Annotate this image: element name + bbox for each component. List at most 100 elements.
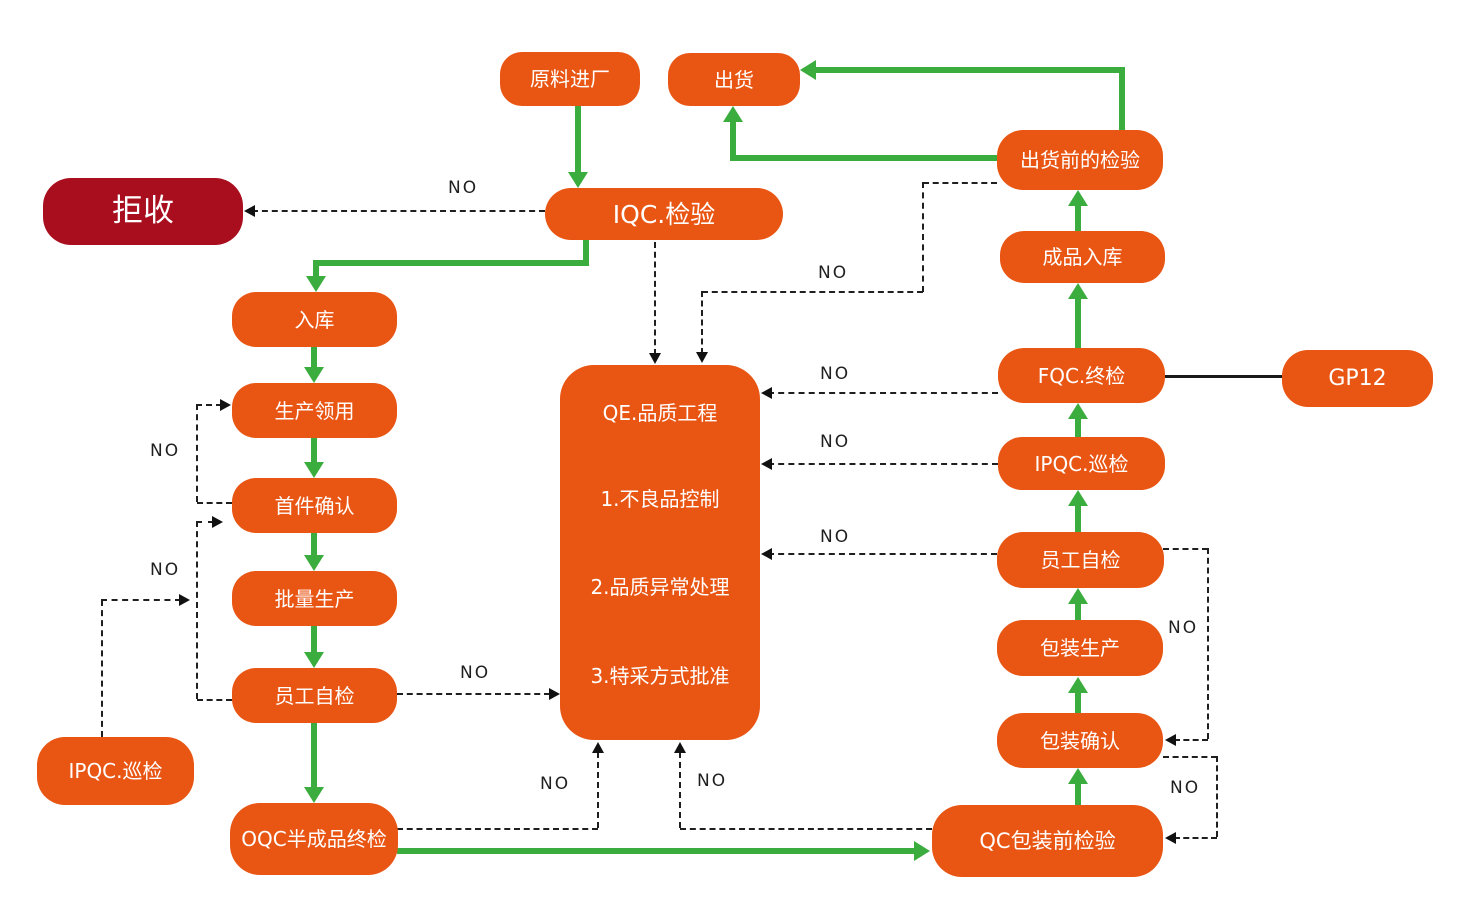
node-ipqc-patrol-left[interactable]: IPQC.巡检 [37,737,194,805]
node-pre-shipment-inspection[interactable]: 出货前的检验 [997,130,1163,190]
no-preship-to-qe-line-v1 [922,182,924,292]
flow-batch-to-self-inspection-arrowhead [304,652,324,668]
flow-iqc-to-warehouse-line-h [313,260,589,266]
no-pack-confirm-to-qc-prepack-line-h2 [1174,837,1217,839]
no-first-article-to-requisition-arrowhead [220,399,231,411]
node-first-article-confirmation[interactable]: 首件确认 [232,478,397,533]
no-oqc-to-qe-line-h [397,828,598,830]
no-self-right-to-pack-confirm-line-v [1207,548,1209,739]
qe-item-concession-approval: 3.特采方式批准 [590,664,730,688]
qe-item-quality-abnormality: 2.品质异常处理 [590,575,730,599]
flow-self-inspection-to-ipqc-right-arrowhead [1068,490,1088,506]
flow-preship-to-shipment-top-line-h [814,67,1125,73]
flow-fqc-to-finished-warehouse-arrowhead [1068,283,1088,299]
no-fqc-to-qe-line [768,392,998,394]
no-label: NO [150,441,181,461]
node-finished-goods-warehouse[interactable]: 成品入库 [1000,231,1165,283]
flow-self-inspection-to-ipqc-right-line [1075,504,1081,532]
flow-pack-confirm-to-pack-production-arrowhead [1068,677,1088,693]
no-self-right-to-pack-confirm-arrowhead [1165,734,1176,746]
no-qc-prepack-to-qe-arrowhead [674,742,686,753]
no-pack-confirm-to-qc-prepack-arrowhead [1165,832,1176,844]
no-label: NO [697,771,728,791]
flow-preship-to-shipment-left-line-h [730,155,997,161]
flow-warehouse-to-requisition-line [311,347,317,369]
flow-qc-prepack-to-pack-confirm-arrowhead [1068,768,1088,784]
node-employee-self-inspection-right[interactable]: 员工自检 [997,532,1164,588]
no-preship-to-qe-line-h1 [923,182,997,184]
fqc-to-gp12-connector [1165,375,1282,378]
flow-oqc-to-qc-prepack-line [397,848,914,854]
node-packaging-confirmation[interactable]: 包装确认 [997,713,1163,768]
node-iqc-inspection[interactable]: IQC.检验 [545,188,783,240]
no-iqc-to-qe-arrowhead [649,353,661,364]
flow-finished-warehouse-to-preship-line [1075,204,1081,231]
node-raw-material[interactable]: 原料进厂 [500,52,640,106]
flow-iqc-to-warehouse-line-v2 [313,260,319,278]
node-batch-production[interactable]: 批量生产 [232,571,397,626]
no-first-article-to-requisition-line-h1 [197,502,232,504]
flow-pack-production-to-self-inspection-arrowhead [1068,588,1088,604]
no-qc-prepack-to-qe-line-v [679,752,681,828]
node-fqc-final-inspection[interactable]: FQC.终检 [998,348,1165,403]
node-oqc-semi-finished-final-inspection[interactable]: OQC半成品终检 [230,803,398,875]
no-ipqc-right-to-qe-arrowhead [761,458,772,470]
node-employee-self-inspection-left[interactable]: 员工自检 [232,668,397,723]
node-production-requisition[interactable]: 生产领用 [232,383,397,438]
no-iqc-to-reject-arrowhead [244,205,255,217]
flow-fqc-to-finished-warehouse-line [1075,297,1081,348]
node-packaging-production[interactable]: 包装生产 [997,620,1163,676]
no-label: NO [448,178,479,198]
flow-ipqc-right-to-fqc-arrowhead [1068,403,1088,419]
no-preship-to-qe-line-v2 [701,291,703,354]
flow-preship-to-shipment-left-line-v [730,121,736,161]
qe-title: QE.品质工程 [602,401,718,425]
no-self-right-to-qe-arrowhead [761,548,772,560]
flow-pack-confirm-to-pack-production-line [1075,691,1081,713]
flow-iqc-to-warehouse-line-v1 [583,240,589,266]
no-self-left-to-qe-arrowhead [549,688,560,700]
no-preship-to-qe-arrowhead [696,352,708,363]
no-label: NO [820,527,851,547]
no-ipqc-right-to-qe-line [768,463,998,465]
flow-oqc-to-qc-prepack-arrowhead [914,841,930,861]
node-reject[interactable]: 拒收 [43,178,243,245]
node-qe-quality-engineering[interactable]: QE.品质工程 1.不良品控制 2.品质异常处理 3.特采方式批准 [560,365,760,740]
flow-ipqc-right-to-fqc-line [1075,417,1081,437]
flow-requisition-to-first-article-arrowhead [304,462,324,478]
node-warehouse-in[interactable]: 入库 [232,292,397,347]
no-self-left-to-first-article-line-v [196,521,198,699]
no-label: NO [540,774,571,794]
node-shipment[interactable]: 出货 [668,53,800,106]
no-self-right-to-pack-confirm-line-h1 [1163,548,1208,550]
no-pack-confirm-to-qc-prepack-line-v [1216,756,1218,837]
no-oqc-to-qe-line-v [597,752,599,828]
no-iqc-to-reject-line [252,210,545,212]
flow-self-inspection-to-oqc-line [311,723,317,789]
no-oqc-to-qe-arrowhead [592,742,604,753]
no-qc-prepack-to-qe-line-h [680,828,932,830]
flow-preship-to-shipment-left-arrowhead [723,106,743,122]
no-self-left-to-first-article-line-h2 [196,521,214,523]
flow-raw-material-to-iqc-arrowhead [568,172,588,188]
no-label: NO [1170,778,1201,798]
flow-batch-to-self-inspection-line [311,626,317,654]
node-ipqc-patrol-right[interactable]: IPQC.巡检 [998,437,1165,490]
flow-preship-to-shipment-top-arrowhead [800,60,816,80]
no-self-left-to-first-article-arrowhead [212,516,223,528]
no-label: NO [820,364,851,384]
node-gp12[interactable]: GP12 [1282,350,1433,407]
no-pack-confirm-to-qc-prepack-line-h1 [1163,756,1217,758]
no-label: NO [820,432,851,452]
flow-first-article-to-batch-line [311,533,317,557]
flow-requisition-to-first-article-line [311,438,317,464]
no-self-left-to-qe-line [397,693,550,695]
no-fqc-to-qe-arrowhead [761,387,772,399]
qe-item-defective-control: 1.不良品控制 [600,487,720,511]
flow-qc-prepack-to-pack-confirm-line [1075,782,1081,805]
ipqc-left-feedback-arrowhead [179,594,190,606]
no-self-right-to-pack-confirm-line-h2 [1174,739,1208,741]
flow-finished-warehouse-to-preship-arrowhead [1068,190,1088,206]
node-qc-pre-packaging-inspection[interactable]: QC包装前检验 [932,805,1163,877]
